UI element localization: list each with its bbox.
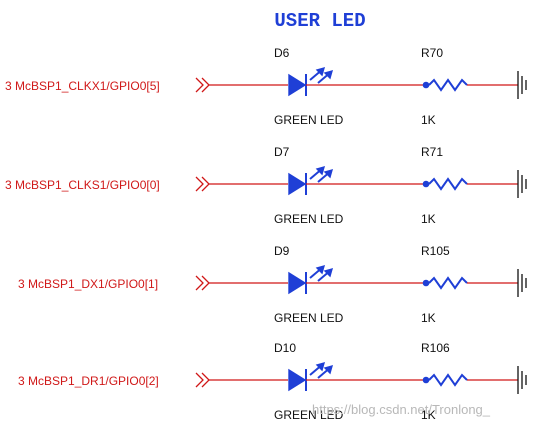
led-ref: D10: [274, 341, 296, 355]
resistor-value: 1K: [421, 113, 436, 127]
led-arrowhead-icon: [315, 361, 326, 372]
led-ref: D6: [274, 46, 290, 60]
net-label: 3 McBSP1_DX1/GPIO0[1]: [18, 277, 158, 291]
led-arrowhead-icon: [323, 364, 334, 375]
led-value: GREEN LED: [274, 408, 344, 422]
resistor-pin-dot: [422, 279, 430, 287]
net-label: 3 McBSP1_CLKS1/GPIO0[0]: [5, 178, 160, 192]
resistor-pin-dot: [422, 180, 430, 188]
led-triangle-icon: [288, 368, 307, 392]
led-arrowhead-icon: [323, 168, 334, 179]
resistor-ref: R105: [421, 244, 450, 258]
led-arrowhead-icon: [315, 66, 326, 77]
led-arrowhead-icon: [323, 267, 334, 278]
led-arrowhead-icon: [315, 264, 326, 275]
resistor-zigzag-icon: [428, 276, 468, 290]
led-value: GREEN LED: [274, 113, 344, 127]
resistor-pin-dot: [422, 81, 430, 89]
led-arrowhead-icon: [323, 69, 334, 80]
resistor-value: 1K: [421, 311, 436, 325]
led-ref: D9: [274, 244, 290, 258]
led-arrowhead-icon: [315, 165, 326, 176]
resistor-ref: R70: [421, 46, 443, 60]
resistor-zigzag-icon: [428, 373, 468, 387]
resistor-ref: R71: [421, 145, 443, 159]
schematic-title: USER LED: [274, 10, 365, 32]
resistor-pin-dot: [422, 376, 430, 384]
resistor-value: 1K: [421, 212, 436, 226]
led-triangle-icon: [288, 271, 307, 295]
watermark: https://blog.csdn.net/Tronlong_: [312, 402, 491, 417]
offsheet-connector: [195, 176, 204, 192]
led-triangle-icon: [288, 73, 307, 97]
net-label: 3 McBSP1_CLKX1/GPIO0[5]: [5, 79, 160, 93]
led-ref: D7: [274, 145, 290, 159]
led-value: GREEN LED: [274, 212, 344, 226]
offsheet-connector: [195, 372, 204, 388]
net-label: 3 McBSP1_DR1/GPIO0[2]: [18, 374, 159, 388]
led-value: GREEN LED: [274, 311, 344, 325]
resistor-zigzag-icon: [428, 177, 468, 191]
led-triangle-icon: [288, 172, 307, 196]
offsheet-connector: [195, 275, 204, 291]
resistor-zigzag-icon: [428, 78, 468, 92]
resistor-ref: R106: [421, 341, 450, 355]
resistor-value: 1K: [421, 408, 436, 422]
offsheet-connector: [195, 77, 204, 93]
